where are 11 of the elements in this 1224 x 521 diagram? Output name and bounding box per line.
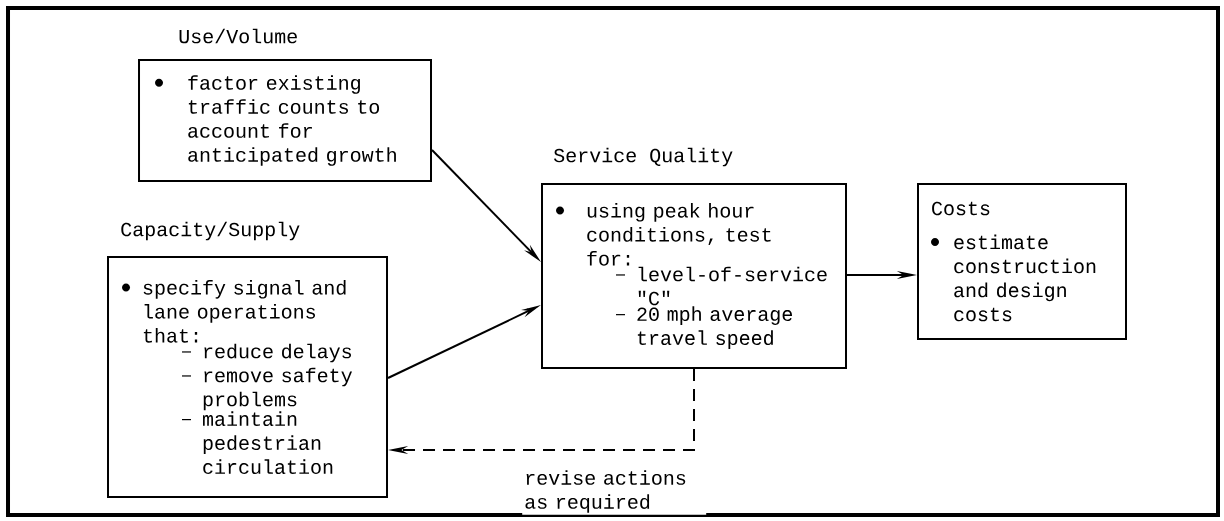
process-box: factor existing traffic counts to account for anticipated growth (138, 59, 432, 182)
process-box: specify signal and lane operations that: reduce delays remove safety problems maintain pedestrian circulation (107, 256, 388, 498)
box-heading: Use/Volume (179, 28, 297, 44)
process-box: Costs estimate construction and design costs (917, 183, 1127, 340)
box-heading: Capacity/Supply (121, 221, 300, 241)
box-heading: Service Quality (554, 147, 733, 167)
process-box: using peak hour conditions, test for: level-of-service "C" 20 mph average travel speed (541, 183, 847, 369)
node-label: maintain pedestrian circulation (202, 411, 333, 474)
edge-label: revise actions as required (522, 468, 707, 515)
node-label: reduce delays (204, 343, 352, 363)
node-label: specify signal and lane operations that: (143, 279, 346, 343)
